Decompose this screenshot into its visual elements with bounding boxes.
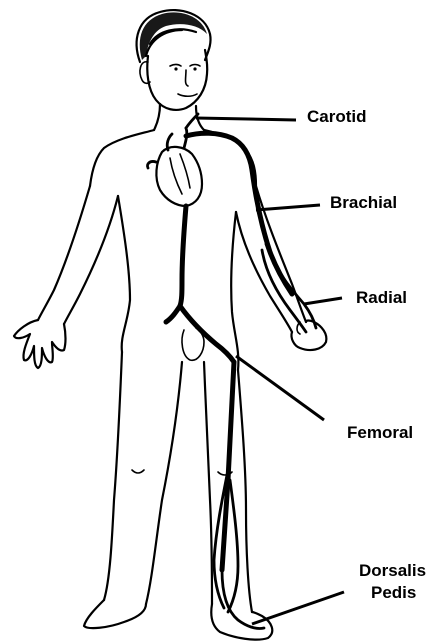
- carotid-artery: [186, 114, 198, 128]
- brachial-leader: [256, 205, 320, 210]
- radial-leader: [304, 298, 342, 304]
- label-radial: Radial: [356, 288, 407, 307]
- mouth: [178, 94, 197, 96]
- left-pupil: [174, 67, 177, 70]
- femoral-leader: [236, 356, 324, 420]
- left-iliac: [166, 306, 180, 322]
- label-carotid: Carotid: [307, 107, 367, 126]
- torso-right-side: [231, 212, 238, 370]
- left-shoulder: [90, 130, 154, 186]
- left-foot: [84, 600, 146, 628]
- heart-left-vessel: [147, 161, 156, 168]
- leader-lines: [196, 118, 344, 624]
- heart-detail: [170, 154, 190, 194]
- right-pupil: [193, 67, 196, 70]
- label-pedis: Pedis: [371, 583, 416, 602]
- left-eye: [170, 65, 181, 67]
- right-eye: [190, 65, 200, 67]
- left-hand: [14, 320, 66, 368]
- dorsalis-pedis-artery: [222, 570, 264, 629]
- left-leg-inner: [146, 362, 182, 604]
- right-leg-outer: [238, 370, 252, 612]
- heart-outline: [156, 147, 202, 206]
- left-arm-outer: [38, 186, 90, 320]
- right-iliac: [180, 306, 234, 362]
- torso-left-side: [118, 196, 130, 352]
- hair-fill: [140, 12, 207, 60]
- left-knee: [132, 470, 144, 473]
- descending-aorta: [180, 206, 186, 306]
- nose: [186, 70, 189, 86]
- arterial-system: [166, 114, 316, 629]
- right-leg-inner: [204, 362, 212, 604]
- neck-left: [154, 104, 160, 130]
- heart: [147, 128, 202, 206]
- labels: Carotid Brachial Radial Femoral Dorsalis…: [307, 107, 426, 602]
- aortic-arch: [186, 133, 252, 170]
- right-hand: [291, 321, 326, 351]
- human-figure: [14, 10, 326, 640]
- head: [147, 50, 207, 110]
- label-dorsalis: Dorsalis: [359, 561, 426, 580]
- left-leg-outer: [104, 352, 122, 600]
- left-arm-inner: [64, 196, 118, 324]
- label-brachial: Brachial: [330, 193, 397, 212]
- femoral-artery: [222, 362, 234, 570]
- tibial-artery-b: [228, 480, 238, 612]
- carotid-leader: [196, 118, 296, 120]
- dorsalis-pedis-leader: [252, 592, 344, 624]
- label-femoral: Femoral: [347, 423, 413, 442]
